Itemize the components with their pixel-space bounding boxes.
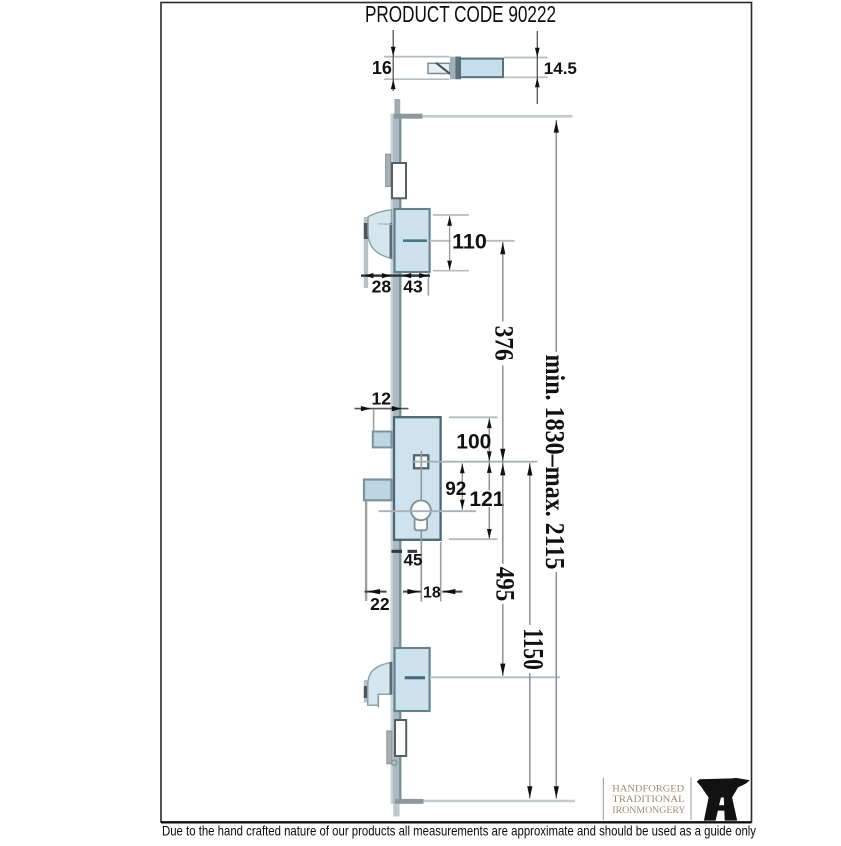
svg-text:376: 376 (490, 326, 519, 361)
svg-text:IRONMONGERY: IRONMONGERY (612, 805, 686, 815)
svg-text:min. 1830–max. 2115: min. 1830–max. 2115 (540, 355, 570, 570)
svg-text:28: 28 (372, 277, 392, 297)
svg-text:495: 495 (490, 567, 519, 602)
svg-text:18: 18 (423, 584, 441, 601)
svg-text:22: 22 (370, 594, 390, 614)
svg-text:Due to the hand crafted nature: Due to the hand crafted nature of our pr… (162, 824, 756, 839)
svg-text:TRADITIONAL: TRADITIONAL (612, 794, 685, 804)
svg-text:100: 100 (456, 431, 491, 454)
svg-text:121: 121 (469, 488, 504, 511)
svg-text:12: 12 (372, 389, 392, 409)
svg-text:43: 43 (403, 277, 423, 297)
svg-text:HANDFORGED: HANDFORGED (612, 783, 684, 793)
svg-text:45: 45 (404, 551, 423, 570)
svg-text:14.5: 14.5 (544, 59, 577, 78)
svg-text:PRODUCT CODE 90222: PRODUCT CODE 90222 (365, 1, 556, 27)
svg-text:110: 110 (452, 229, 487, 253)
svg-text:92: 92 (445, 479, 466, 500)
svg-text:1150: 1150 (517, 628, 548, 670)
svg-text:16: 16 (372, 58, 392, 78)
